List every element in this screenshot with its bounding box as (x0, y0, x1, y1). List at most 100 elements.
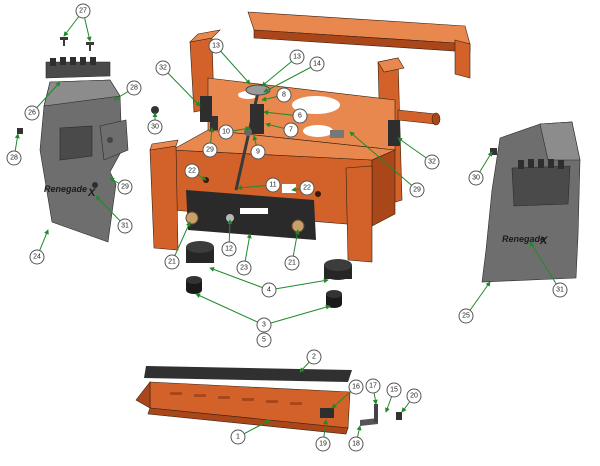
callout-number: 13 (293, 54, 301, 61)
callout-c28a: 28 (126, 80, 142, 96)
callout-number: 10 (222, 129, 230, 136)
leader-c14-0 (263, 63, 318, 93)
callout-c7: 7 (283, 122, 299, 138)
callout-number: 29 (413, 187, 421, 194)
callout-number: 27 (79, 8, 87, 15)
callout-c31a: 31 (117, 218, 133, 234)
callout-number: 2 (312, 354, 316, 361)
callout-c28b: 28 (6, 150, 22, 166)
leader-c13b-0 (261, 56, 298, 87)
callout-number: 29 (206, 147, 214, 154)
callout-c12: 12 (221, 241, 237, 257)
callout-c29b: 29 (202, 142, 218, 158)
callout-c22b: 22 (299, 180, 315, 196)
callout-number: 25 (462, 313, 470, 320)
callout-number: 13 (212, 43, 220, 50)
callout-c8: 8 (276, 87, 292, 103)
callout-number: 9 (256, 149, 260, 156)
leader-c4-0 (209, 267, 270, 291)
callout-c18: 18 (348, 436, 364, 452)
left-foot-panel: Renegade X (39, 57, 129, 243)
callout-number: 3 (262, 322, 266, 329)
callout-number: 24 (33, 254, 41, 261)
callout-c17: 17 (365, 378, 381, 394)
callout-c5: 5 (256, 332, 272, 348)
callout-c4: 4 (261, 282, 277, 298)
side-brackets (200, 96, 400, 146)
callout-number: 20 (410, 393, 418, 400)
caster-wheels (186, 241, 352, 308)
callout-c32b: 32 (424, 154, 440, 170)
callout-c3: 3 (256, 317, 272, 333)
callout-number: 31 (121, 223, 129, 230)
callout-c13b: 13 (289, 49, 305, 65)
right-brand-logo: Renegade (502, 234, 545, 244)
callout-number: 7 (289, 127, 293, 134)
callout-c19: 19 (315, 436, 331, 452)
callout-c10: 10 (218, 124, 234, 140)
callout-number: 28 (10, 155, 18, 162)
callout-number: 22 (188, 168, 196, 175)
callout-number: 28 (130, 85, 138, 92)
callout-number: 15 (390, 387, 398, 394)
callout-number: 32 (428, 159, 436, 166)
left-brand-mark: X (87, 187, 96, 199)
callout-c16: 16 (348, 379, 364, 395)
callout-number: 6 (298, 113, 302, 120)
leader-c32a-0 (162, 67, 201, 107)
leader-c13a-0 (215, 45, 251, 85)
callout-c25: 25 (458, 308, 474, 324)
callout-c13a: 13 (208, 38, 224, 54)
leader-c29c-0 (349, 131, 418, 191)
callout-c30b: 30 (468, 170, 484, 186)
callout-number: 21 (288, 260, 296, 267)
callout-number: 5 (262, 337, 266, 344)
callout-c29c: 29 (409, 182, 425, 198)
left-hardware (17, 106, 159, 143)
lever-assembly (210, 84, 344, 191)
callout-c30a: 30 (147, 119, 163, 135)
leader-c3-1 (263, 304, 331, 326)
callout-number: 8 (282, 92, 286, 99)
callout-number: 22 (303, 185, 311, 192)
callout-c6: 6 (292, 108, 308, 124)
right-brand-mark: X (539, 235, 548, 247)
callout-number: 23 (240, 265, 248, 272)
callout-c24: 24 (29, 249, 45, 265)
callout-number: 17 (369, 383, 377, 390)
callout-number: 30 (151, 124, 159, 131)
callout-c9: 9 (250, 144, 266, 160)
callout-c29a: 29 (117, 179, 133, 195)
left-brand-logo: Renegade (44, 184, 87, 194)
callout-number: 11 (269, 182, 276, 189)
callout-number: 1 (236, 434, 240, 441)
callout-c15: 15 (386, 382, 402, 398)
callout-number: 21 (168, 259, 176, 266)
leader-c4-1 (268, 278, 329, 291)
callout-c21a: 21 (164, 254, 180, 270)
callout-number: 31 (556, 287, 564, 294)
callout-c11: 11 (265, 177, 281, 193)
main-frame (149, 11, 471, 263)
right-foot-panel: Renegade X (481, 121, 581, 283)
callout-c26: 26 (24, 105, 40, 121)
callout-number: 29 (121, 184, 129, 191)
callout-c2: 2 (306, 349, 322, 365)
callout-c32a: 32 (155, 60, 171, 76)
callout-c14: 14 (309, 56, 325, 72)
callout-c27: 27 (75, 3, 91, 19)
callout-number: 26 (28, 110, 36, 117)
callout-number: 19 (319, 441, 327, 448)
callout-number: 30 (472, 175, 480, 182)
callout-c20: 20 (406, 388, 422, 404)
callout-number: 16 (352, 384, 360, 391)
callout-c31b: 31 (552, 282, 568, 298)
pedal-parts (135, 366, 402, 435)
callout-c1: 1 (230, 429, 246, 445)
callout-c21b: 21 (284, 255, 300, 271)
callout-number: 14 (313, 61, 321, 68)
callout-number: 4 (267, 287, 271, 294)
